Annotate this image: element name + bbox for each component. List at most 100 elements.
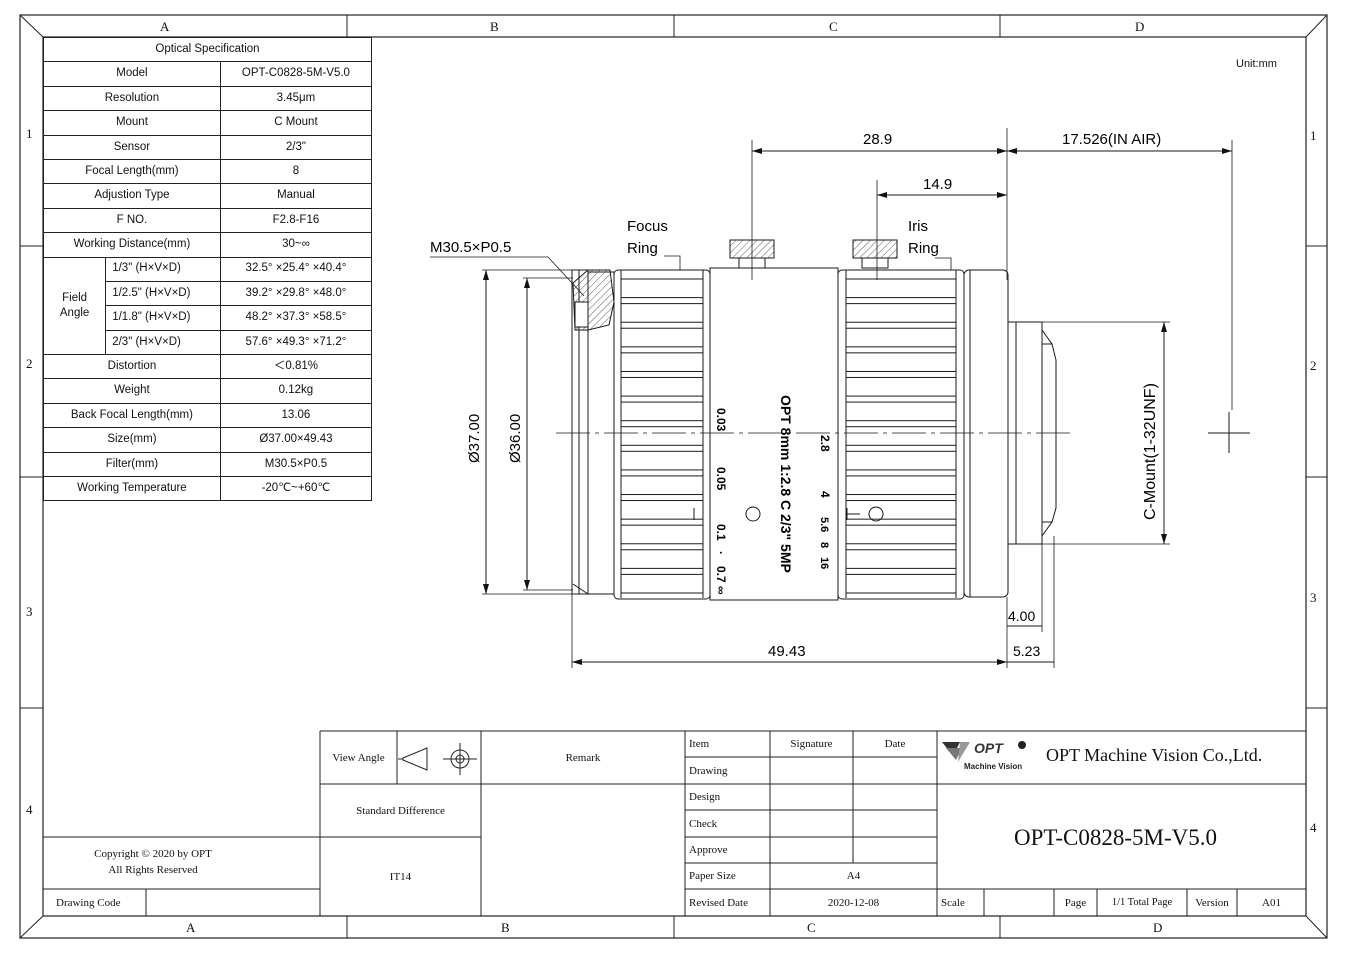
knurl-rib bbox=[620, 573, 704, 594]
knurl-rib bbox=[620, 401, 704, 422]
knurl-rib bbox=[620, 500, 704, 520]
projection-symbol-icon bbox=[398, 743, 477, 775]
dim-4-00: 4.00 bbox=[1008, 608, 1035, 624]
iris-ring-label-2: Ring bbox=[908, 240, 939, 257]
dim-17-526: 17.526(IN AIR) bbox=[1062, 131, 1161, 148]
it14-label: IT14 bbox=[389, 870, 412, 883]
iris-scale-4: 16 bbox=[818, 557, 830, 569]
knurl-rib bbox=[845, 450, 957, 471]
iris-ring-label-1: Iris bbox=[908, 218, 928, 235]
row-label-3-left: 3 bbox=[26, 604, 33, 619]
knurl-rib bbox=[620, 278, 704, 299]
col-label-b-top: B bbox=[490, 19, 499, 34]
col-label-b-bottom: B bbox=[501, 920, 510, 935]
col-label-a-top: A bbox=[160, 19, 170, 34]
spec-row: 2/3" (H×V×D)57.6° ×49.3° ×71.2° bbox=[44, 329, 373, 356]
design-label: Design bbox=[689, 791, 721, 803]
col-label-d-top: D bbox=[1135, 19, 1145, 34]
copyright-line-2: All Rights Reserved bbox=[108, 864, 198, 876]
col-label-c-top: C bbox=[829, 19, 838, 34]
dim-49-43: 49.43 bbox=[768, 643, 806, 660]
knurl-rib bbox=[845, 278, 957, 299]
remark-label: Remark bbox=[565, 751, 601, 764]
spec-row: Distortion＜0.81% bbox=[43, 354, 373, 380]
focus-scale-2: 0.1 bbox=[714, 524, 728, 541]
iris-scale-1: 4 bbox=[818, 491, 832, 498]
logo-main-text: OPT bbox=[974, 740, 1003, 756]
unit-label: Unit:mm bbox=[1236, 58, 1277, 70]
focus-scale-0: 0.03 bbox=[714, 408, 728, 432]
focus-lock-screw bbox=[729, 140, 775, 280]
col-label-c-bottom: C bbox=[807, 920, 816, 935]
knurl-rib bbox=[845, 327, 957, 348]
company-name: OPT Machine Vision Co.,Ltd. bbox=[1046, 745, 1263, 765]
knurl-rib bbox=[620, 549, 704, 569]
row-label-4-right: 4 bbox=[1310, 820, 1317, 835]
knurl-rib bbox=[845, 376, 957, 397]
focus-scale-1: 0.05 bbox=[714, 467, 728, 491]
front-thread-section bbox=[571, 269, 615, 595]
revised-date-label: Revised Date bbox=[689, 896, 748, 909]
version-label: Version bbox=[1195, 896, 1229, 909]
part-number: OPT-C0828-5M-V5.0 bbox=[1014, 825, 1217, 850]
knurl-rib bbox=[845, 401, 957, 422]
spec-row: Working Temperature-20℃~+60℃ bbox=[43, 476, 373, 502]
focus-ring-label-2: Ring bbox=[627, 240, 658, 257]
iris-scale-3: 8 bbox=[818, 542, 830, 548]
spec-row: 1/1.8" (H×V×D)48.2° ×37.3° ×58.5° bbox=[44, 305, 373, 331]
spec-row: 1/2.5" (H×V×D)39.2° ×29.8° ×48.0° bbox=[44, 280, 373, 307]
spec-row: Filter(mm)M30.5×P0.5 bbox=[43, 451, 373, 478]
scale-label: Scale bbox=[941, 896, 965, 909]
date-label: Date bbox=[884, 738, 906, 750]
knurl-rib bbox=[620, 327, 704, 348]
knurl-rib bbox=[845, 500, 957, 520]
signature-label: Signature bbox=[790, 738, 833, 750]
spec-row: Focal Length(mm)8 bbox=[43, 158, 373, 185]
dia-37-label: Ø37.00 bbox=[466, 414, 483, 463]
knurl-rib bbox=[620, 303, 704, 323]
drawing-code-label: Drawing Code bbox=[56, 896, 121, 909]
c-mount-label: C-Mount(1-32UNF) bbox=[1142, 383, 1159, 520]
row-label-1-right: 1 bbox=[1310, 128, 1317, 143]
spec-row: Back Focal Length(mm)13.06 bbox=[43, 402, 373, 429]
dim-28-9: 28.9 bbox=[863, 131, 892, 148]
knurl-rib bbox=[620, 450, 704, 471]
dim-14-9: 14.9 bbox=[923, 176, 952, 193]
knurl-rib bbox=[845, 352, 957, 372]
paper-size-value: A4 bbox=[846, 870, 861, 882]
thread-label: M30.5×P0.5 bbox=[430, 239, 511, 256]
knurl-rib bbox=[845, 573, 957, 594]
standard-difference-label: Standard Difference bbox=[356, 804, 445, 817]
total-page-label: 1/1 Total Page bbox=[1111, 897, 1173, 908]
logo-sub-text: Machine Vision bbox=[964, 762, 1023, 771]
knurl-rib bbox=[620, 352, 704, 372]
item-label: Item bbox=[689, 738, 710, 750]
knurl-rib bbox=[620, 524, 704, 545]
version-value: A01 bbox=[1262, 896, 1281, 909]
knurl-rib bbox=[845, 303, 957, 323]
focus-ring-label-1: Focus bbox=[627, 218, 668, 235]
knurl-rib bbox=[845, 524, 957, 545]
check-label: Check bbox=[689, 817, 718, 830]
knurl-rib bbox=[620, 475, 704, 496]
row-label-2-left: 2 bbox=[26, 356, 33, 371]
copyright-line-1: Copyright © 2020 by OPT bbox=[94, 848, 212, 860]
col-label-d-bottom: D bbox=[1153, 920, 1163, 935]
knurl-rib bbox=[845, 549, 957, 569]
dim-5-23: 5.23 bbox=[1013, 643, 1040, 659]
row-label-3-right: 3 bbox=[1310, 590, 1317, 605]
drawing-label: Drawing bbox=[689, 764, 728, 777]
spec-row: Size(mm)Ø37.00×49.43 bbox=[43, 427, 373, 453]
view-angle-label: View Angle bbox=[332, 751, 385, 764]
iris-scale-2: 5.6 bbox=[818, 517, 830, 532]
